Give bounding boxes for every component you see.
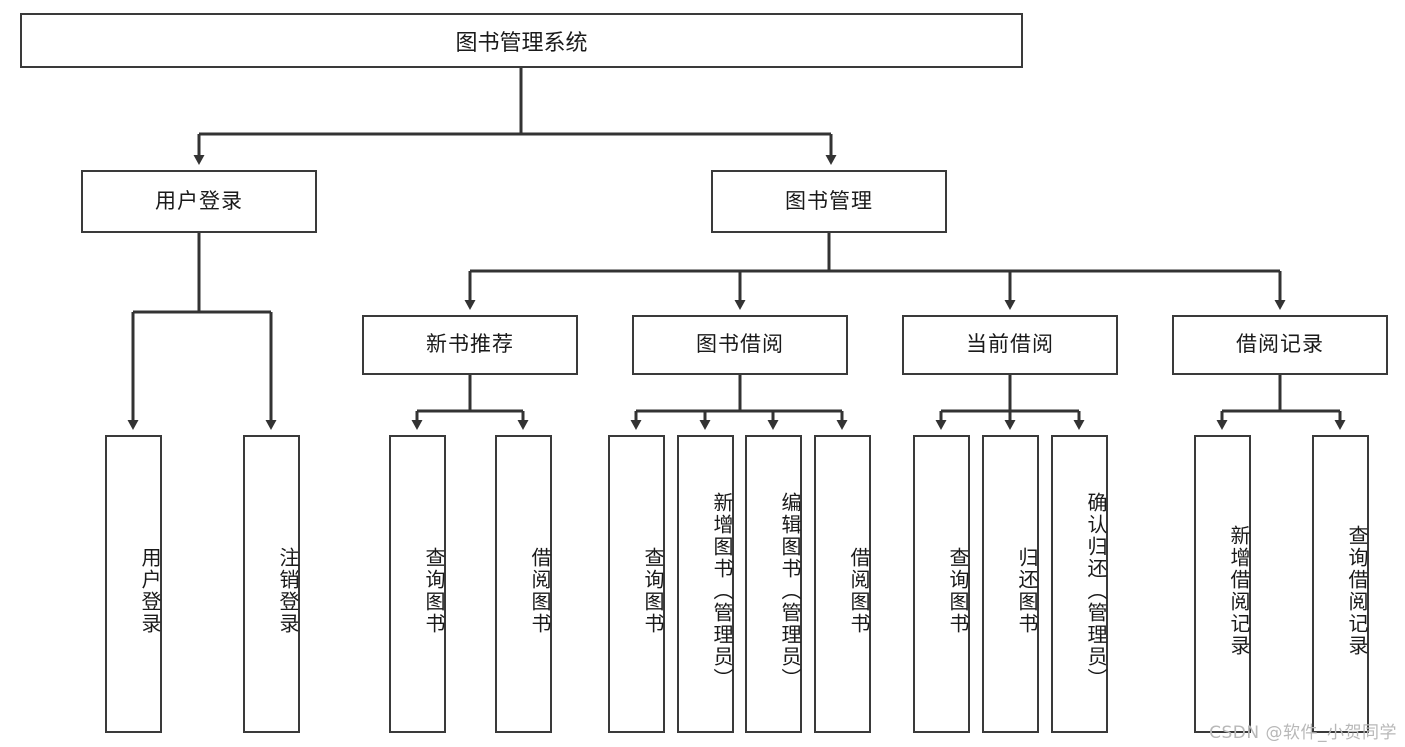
node-leaf-book-borrow-4[interactable]: 借阅图书	[814, 435, 871, 733]
node-leaf-borrow-record-1[interactable]: 新增借阅记录	[1194, 435, 1251, 733]
node-leaf-new-book-1-label: 查询图书	[422, 547, 446, 635]
node-book-manage[interactable]: 图书管理	[711, 170, 947, 233]
node-borrow-record[interactable]: 借阅记录	[1172, 315, 1388, 375]
node-leaf-book-borrow-3[interactable]: 编辑图书（管理员）	[745, 435, 802, 733]
node-book-borrow[interactable]: 图书借阅	[632, 315, 848, 375]
node-leaf-book-borrow-3-label: 编辑图书（管理员）	[778, 492, 802, 690]
node-leaf-current-borrow-3[interactable]: 确认归还（管理员）	[1051, 435, 1108, 733]
node-user-login-label: 用户登录	[155, 188, 243, 213]
node-root-label: 图书管理系统	[455, 30, 588, 56]
node-leaf-current-borrow-3-label: 确认归还（管理员）	[1084, 492, 1108, 690]
node-leaf-user-login-1-label: 用户登录	[138, 547, 162, 635]
node-book-borrow-label: 图书借阅	[696, 332, 784, 357]
node-leaf-borrow-record-2-label: 查询借阅记录	[1345, 525, 1369, 657]
node-leaf-user-login-1[interactable]: 用户登录	[105, 435, 162, 733]
node-current-borrow[interactable]: 当前借阅	[902, 315, 1118, 375]
node-book-manage-label: 图书管理	[785, 188, 873, 213]
node-leaf-current-borrow-1-label: 查询图书	[946, 547, 970, 635]
watermark: CSDN @软件_小贺同学	[1209, 723, 1397, 743]
node-leaf-new-book-2-label: 借阅图书	[528, 547, 552, 635]
node-user-login[interactable]: 用户登录	[81, 170, 317, 233]
node-leaf-current-borrow-2[interactable]: 归还图书	[982, 435, 1039, 733]
node-current-borrow-label: 当前借阅	[966, 332, 1054, 357]
node-leaf-borrow-record-2[interactable]: 查询借阅记录	[1312, 435, 1369, 733]
node-borrow-record-label: 借阅记录	[1236, 332, 1324, 357]
node-new-book-recommend-label: 新书推荐	[426, 332, 514, 357]
node-leaf-book-borrow-4-label: 借阅图书	[847, 547, 871, 635]
node-leaf-book-borrow-1[interactable]: 查询图书	[608, 435, 665, 733]
node-leaf-new-book-2[interactable]: 借阅图书	[495, 435, 552, 733]
node-leaf-user-login-2[interactable]: 注销登录	[243, 435, 300, 733]
node-leaf-book-borrow-1-label: 查询图书	[641, 547, 665, 635]
node-new-book-recommend[interactable]: 新书推荐	[362, 315, 578, 375]
node-root[interactable]: 图书管理系统	[20, 13, 1023, 68]
node-leaf-book-borrow-2-label: 新增图书（管理员）	[710, 492, 734, 690]
node-leaf-new-book-1[interactable]: 查询图书	[389, 435, 446, 733]
node-leaf-borrow-record-1-label: 新增借阅记录	[1227, 525, 1251, 657]
node-leaf-book-borrow-2[interactable]: 新增图书（管理员）	[677, 435, 734, 733]
node-leaf-current-borrow-2-label: 归还图书	[1015, 547, 1039, 635]
node-leaf-user-login-2-label: 注销登录	[276, 547, 300, 635]
node-leaf-current-borrow-1[interactable]: 查询图书	[913, 435, 970, 733]
